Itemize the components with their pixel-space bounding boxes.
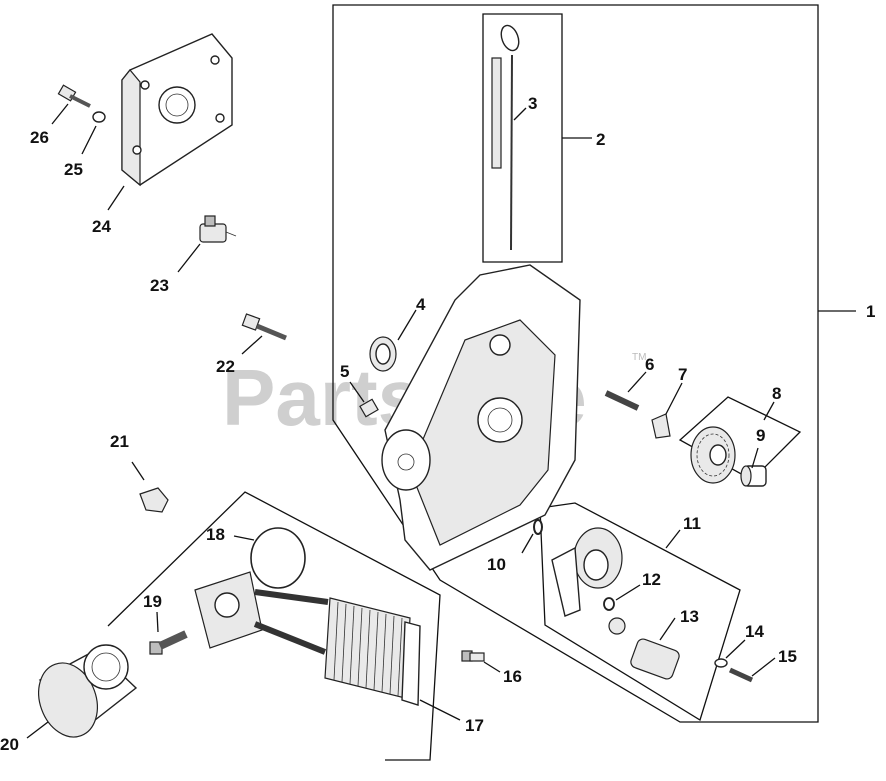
- oil-pump-11: [551, 527, 623, 617]
- adapter-19: [149, 630, 188, 655]
- o-ring-18: [250, 527, 306, 589]
- callout-16: 16: [503, 667, 522, 686]
- callout-5: 5: [340, 362, 349, 381]
- bolt-26: [57, 84, 91, 108]
- oil-filter-20: [38, 644, 138, 738]
- callout-21: 21: [110, 432, 129, 451]
- dipstick-group-bracket: [482, 13, 563, 263]
- shaft-9: [740, 465, 767, 487]
- callout-12: 12: [642, 570, 661, 589]
- gear-8: [690, 426, 736, 484]
- leader-lines: [26, 103, 856, 739]
- screw-16: [461, 650, 485, 662]
- callout-15: 15: [778, 647, 797, 666]
- clip-7: [651, 413, 671, 439]
- callout-3: 3: [528, 94, 537, 113]
- washer-14: [714, 658, 728, 668]
- callout-24: 24: [92, 217, 111, 236]
- oil-cooler-17: [194, 571, 421, 706]
- callout-6: 6: [645, 355, 654, 374]
- dipstick-3: [491, 24, 520, 251]
- callout-13: 13: [680, 607, 699, 626]
- bracket-group-11: [539, 502, 741, 721]
- clip-21: [139, 487, 169, 513]
- dowel-pin-6: [604, 390, 640, 411]
- bolt-22: [241, 313, 287, 341]
- callout-19: 19: [143, 592, 162, 611]
- oil-sensor-23: [199, 215, 237, 243]
- callout-11: 11: [683, 514, 701, 533]
- washer-25: [92, 111, 106, 123]
- o-ring-10: [533, 519, 543, 535]
- callout-1: 1: [866, 302, 875, 321]
- callout-26: 26: [30, 128, 49, 147]
- oil-seal-4: [369, 336, 397, 372]
- callout-14: 14: [745, 622, 764, 641]
- callout-22: 22: [216, 357, 235, 376]
- callout-8: 8: [772, 384, 781, 403]
- watermark-trademark: TM: [632, 352, 646, 363]
- callout-9: 9: [756, 426, 765, 445]
- bracket-group-17: [107, 491, 441, 761]
- crankcase-cover-1: [381, 264, 581, 571]
- o-ring-12: [603, 597, 615, 611]
- callout-2: 2: [596, 130, 605, 149]
- assembly-1-boundary: [332, 4, 819, 723]
- callout-17: 17: [465, 716, 484, 735]
- callout-20: 20: [0, 735, 19, 754]
- callout-25: 25: [64, 160, 83, 179]
- mounting-plate-24: [121, 33, 233, 187]
- callout-18: 18: [206, 525, 225, 544]
- sensor-13: [608, 617, 680, 680]
- callout-4: 4: [416, 295, 426, 314]
- plug-5: [359, 398, 379, 418]
- callout-10: 10: [487, 555, 506, 574]
- screw-15: [728, 667, 754, 683]
- callout-23: 23: [150, 276, 169, 295]
- callout-7: 7: [678, 365, 687, 384]
